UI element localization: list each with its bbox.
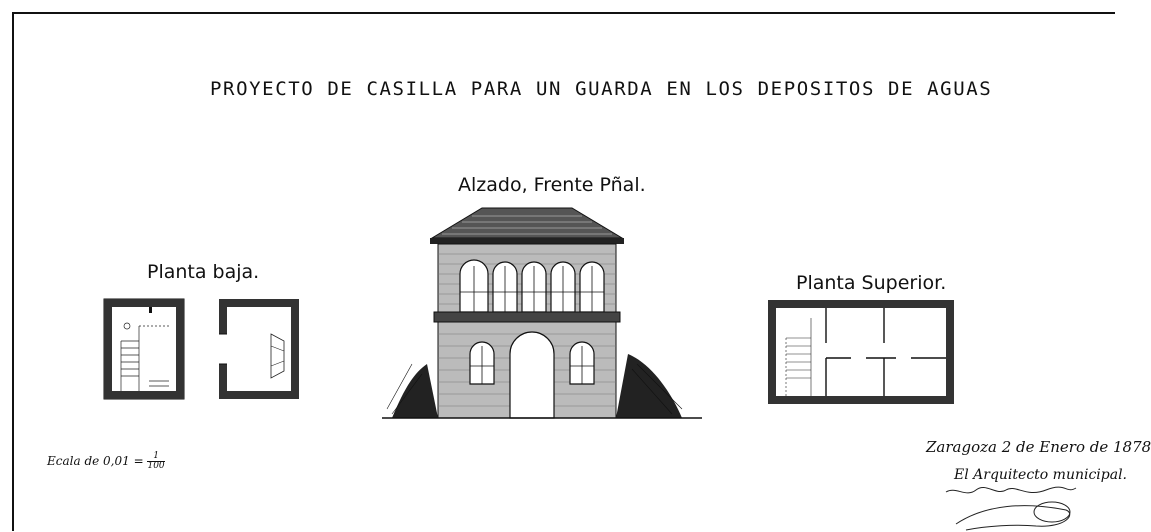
drawing-sheet: PROYECTO DE CASILLA PARA UN GUARDA EN LO… bbox=[12, 12, 1151, 531]
scale-prefix: Ecala de 0,01 = bbox=[47, 454, 144, 468]
ground-floor-plan-drawing bbox=[103, 298, 299, 400]
scale-note: Ecala de 0,01 = 1 100 bbox=[47, 452, 165, 471]
elevation-label: Alzado, Frente Pñal. bbox=[458, 174, 646, 196]
handwritten-signature bbox=[945, 486, 1077, 531]
scale-denominator: 100 bbox=[147, 461, 165, 471]
ground-floor-label: Planta baja. bbox=[147, 261, 260, 283]
drawing-title: PROYECTO DE CASILLA PARA UN GUARDA EN LO… bbox=[210, 78, 993, 100]
scale-numerator: 1 bbox=[153, 451, 159, 461]
upper-floor-plan-drawing bbox=[768, 300, 954, 404]
scale-fraction: 1 100 bbox=[147, 451, 165, 471]
signature-title: El Arquitecto municipal. bbox=[954, 467, 1128, 483]
elevation-drawing bbox=[382, 207, 702, 419]
date-line: Zaragoza 2 de Enero de 1878 bbox=[926, 438, 1151, 456]
upper-floor-label: Planta Superior. bbox=[796, 272, 947, 294]
